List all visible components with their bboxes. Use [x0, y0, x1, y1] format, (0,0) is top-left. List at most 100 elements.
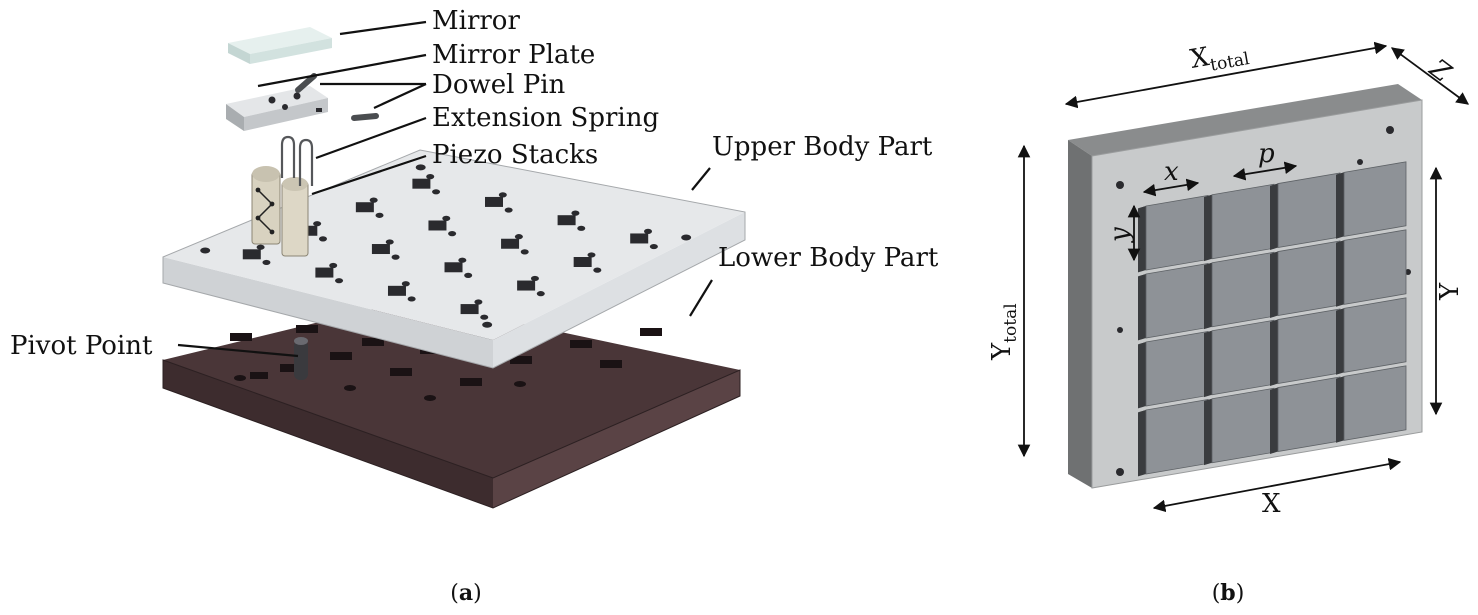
upper-plate-round-hole [375, 212, 384, 218]
upper-plate-round-hole [426, 174, 435, 180]
upper-plate-round-hole [587, 252, 596, 258]
upper-plate-round-hole [577, 225, 586, 231]
dowel-pins [295, 73, 379, 121]
upper-body-holes [200, 164, 692, 328]
mirror-leader [339, 20, 427, 36]
label-dowel-pin: Dowel Pin [432, 70, 566, 100]
mirror-segment [1277, 240, 1341, 317]
upper-plate-round-hole [474, 299, 483, 305]
upper-plate-square-hole [501, 238, 520, 249]
mirror-segment [1145, 398, 1209, 475]
lower-body-leader [689, 279, 713, 317]
mirror-segment [1211, 387, 1275, 464]
mirror-segment-side [1138, 274, 1146, 341]
upper-plate-square-hole [460, 304, 479, 315]
mirror-segment [1277, 308, 1341, 385]
upper-plate-square-hole [242, 249, 261, 260]
caption-b: (b) [1212, 580, 1245, 606]
mirror-segment-side [1270, 387, 1278, 454]
mirror-segment [1277, 172, 1341, 249]
upper-plate-round-hole [530, 275, 539, 282]
upper-plate-square-hole [387, 285, 406, 296]
upper-plate-mount-hole [415, 164, 426, 171]
mirror-segment-side [1138, 206, 1146, 273]
upper-body-leader [691, 167, 711, 191]
X-arrow [1152, 457, 1402, 513]
mirror-segment-side [1336, 308, 1344, 375]
dowel-pin-leader-2 [373, 83, 427, 109]
frame-left-edge [1068, 140, 1092, 488]
upper-plate-round-hole [504, 207, 513, 213]
p-arrow [1232, 161, 1298, 181]
upper-plate-square-hole [573, 257, 592, 267]
upper-plate-round-hole [385, 239, 394, 245]
piezo-stacks-leader [311, 154, 427, 196]
mirror-grid [1138, 161, 1407, 477]
upper-plate-square-hole [630, 233, 649, 244]
upper-plate-round-hole [256, 244, 265, 250]
upper-plate-round-hole [401, 281, 410, 287]
upper-plate-round-hole [458, 257, 467, 263]
label-y-total: Ytotal [987, 303, 1021, 361]
mirror-segment-side [1270, 319, 1278, 386]
upper-plate-square-hole [371, 244, 390, 255]
mirror-segment [1277, 376, 1341, 453]
upper-plate-square-hole [557, 215, 576, 226]
upper-plate-square-hole [517, 280, 536, 291]
mirror-segment-side [1204, 330, 1212, 398]
upper-plate-mount-hole [200, 247, 211, 254]
upper-plate-round-hole [644, 228, 653, 234]
upper-plate-round-hole [335, 278, 344, 284]
label-X: X [1262, 489, 1281, 519]
upper-plate-round-hole [369, 197, 378, 203]
label-pivot-point: Pivot Point [10, 331, 153, 361]
upper-plate-round-hole [318, 236, 327, 242]
upper-plate-round-hole [480, 314, 489, 320]
label-x: x [1164, 157, 1179, 187]
mirror-segment [1211, 183, 1275, 260]
mirror-segment-side [1204, 194, 1212, 262]
label-z: Z [1423, 53, 1457, 89]
mirror-segment-side [1336, 172, 1344, 239]
label-upper-body-part: Upper Body Part [712, 132, 933, 162]
panel-a-exploded-view: Mirror Mirror Plate Dowel Pin Extension … [10, 6, 939, 606]
mirror [228, 27, 332, 64]
upper-plate-round-hole [442, 215, 451, 221]
mirror-segment-side [1336, 240, 1344, 307]
mirror-segment [1145, 330, 1209, 407]
pivot-point [294, 337, 308, 380]
label-piezo-stacks: Piezo Stacks [432, 140, 598, 170]
pivot-point-leader [177, 343, 299, 358]
x-total-arrow [1064, 41, 1388, 109]
upper-plate-round-hole [571, 210, 580, 216]
mirror-segment [1343, 365, 1407, 441]
upper-plate-round-hole [536, 291, 545, 297]
mirror-segment-side [1138, 410, 1146, 477]
upper-plate-round-hole [262, 259, 271, 266]
upper-plate-mount-hole [681, 234, 692, 241]
mirror-segment [1211, 251, 1275, 328]
mirror-segment-side [1270, 183, 1278, 250]
upper-plate-square-hole [315, 267, 334, 278]
mirror-segment-side [1270, 251, 1278, 318]
upper-plate-round-hole [391, 254, 400, 260]
mirror-segment-side [1138, 342, 1146, 409]
z-arrow [1390, 47, 1470, 105]
label-p: p [1258, 139, 1275, 169]
label-Y: Y [1435, 282, 1465, 301]
caption-a: (a) [450, 580, 481, 606]
label-mirror: Mirror [432, 6, 520, 36]
extension-springs [280, 135, 314, 186]
upper-plate-round-hole [407, 296, 416, 302]
upper-plate-round-hole [448, 231, 457, 237]
x-arrow [1142, 178, 1200, 197]
mirror-plate-leader [257, 53, 427, 88]
piezo-stacks [251, 166, 309, 257]
mirror-segment [1343, 297, 1407, 373]
mirror-segment [1343, 229, 1407, 305]
mirror-plate [226, 86, 328, 131]
label-lower-body-part: Lower Body Part [718, 243, 939, 273]
upper-plate-round-hole [313, 221, 322, 227]
upper-plate-square-hole [355, 202, 374, 213]
